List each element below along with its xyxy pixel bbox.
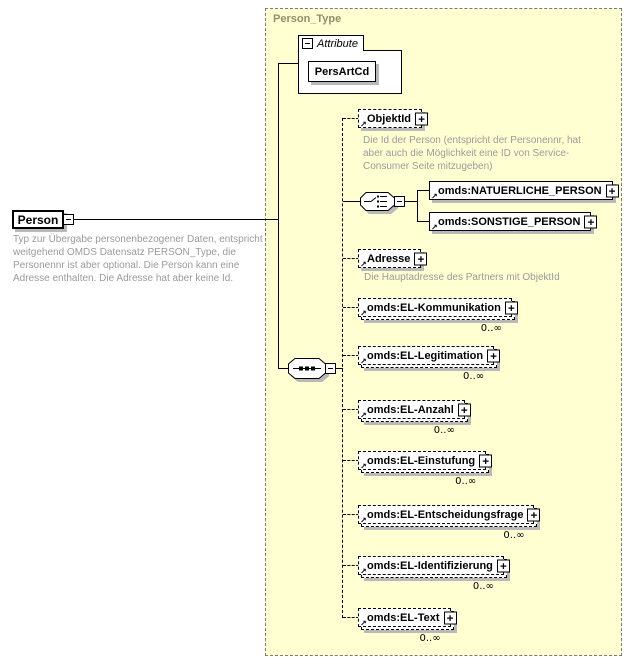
element-el-identifizierung-label: omds:EL-Identifizierung (367, 559, 493, 572)
collapse-icon[interactable] (63, 214, 74, 225)
reference-arrow-icon: ↗ (360, 120, 367, 129)
element-sonstige-person-label: omds:SONSTIGE_PERSON (438, 215, 581, 228)
element-sonstige-person[interactable]: ↗ omds:SONSTIGE_PERSON + (429, 212, 598, 232)
expand-icon[interactable]: + (496, 559, 510, 572)
collapse-icon[interactable] (302, 38, 313, 49)
element-el-einstufung-box[interactable]: ↗ omds:EL-Einstufung + (358, 451, 493, 471)
connector-el-einstufung (343, 460, 359, 461)
element-el-kommunikation-box[interactable]: ↗ omds:EL-Kommunikation + (358, 298, 518, 318)
reference-arrow-icon: ↗ (360, 462, 367, 471)
cardinality-label: 0..∞ (472, 581, 494, 592)
element-el-identifizierung: ↗ omds:EL-Identifizierung + 0..∞ (358, 556, 510, 592)
element-el-kommunikation: ↗ omds:EL-Kommunikation + 0..∞ (358, 298, 518, 334)
reference-arrow-icon: ↗ (360, 516, 367, 525)
connector-person-to-tree (74, 219, 278, 220)
connector-sonstige-person (417, 221, 429, 222)
element-el-entscheidungsfrage-box[interactable]: ↗ omds:EL-Entscheidungsfrage + (358, 505, 541, 525)
collapse-icon[interactable] (325, 363, 336, 374)
person-type-title: Person_Type (273, 13, 342, 25)
expand-icon[interactable]: + (605, 184, 619, 197)
connector-adresse (343, 258, 359, 259)
cardinality-label: 0..∞ (455, 476, 477, 487)
expand-icon[interactable]: + (414, 252, 428, 265)
expand-icon[interactable]: + (527, 508, 541, 521)
choice-icon (360, 192, 395, 211)
expand-icon[interactable]: + (504, 301, 518, 314)
element-objektid[interactable]: ↗ ObjektId + (358, 109, 429, 129)
element-el-anzahl-box[interactable]: ↗ omds:EL-Anzahl + (358, 400, 471, 420)
cardinality-label: 0..∞ (503, 530, 525, 541)
attribute-persartcd[interactable]: PersArtCd (308, 61, 376, 82)
connector-el-entscheidungsfrage (343, 514, 359, 515)
connector-el-text (343, 617, 359, 618)
person-description: Typ zur Übergabe personenbezogener Daten… (13, 234, 263, 284)
reference-arrow-icon: ↗ (360, 357, 367, 366)
element-el-legitimation-box[interactable]: ↗ omds:EL-Legitimation + (358, 346, 501, 366)
element-adresse[interactable]: ↗ Adresse + (358, 249, 428, 269)
attribute-group-label: Attribute (317, 37, 358, 50)
connector-main-trunk (278, 63, 279, 369)
attribute-persartcd-label: PersArtCd (314, 65, 370, 78)
element-el-entscheidungsfrage-label: omds:EL-Entscheidungsfrage (367, 508, 524, 521)
person-type-container: Person_Type (265, 8, 622, 656)
element-el-einstufung-label: omds:EL-Einstufung (367, 454, 476, 467)
cardinality-label: 0..∞ (433, 425, 455, 436)
element-adresse-label: Adresse (367, 252, 411, 265)
element-natuerliche-person[interactable]: ↗ omds:NATUERLICHE_PERSON + (429, 181, 619, 201)
element-person-label: Person (17, 212, 59, 227)
cardinality-label: 0..∞ (419, 633, 441, 644)
collapse-icon[interactable] (394, 196, 405, 207)
element-el-text: ↗ omds:EL-Text + 0..∞ (358, 608, 457, 644)
objektid-description: Die Id der Person (entspricht der Person… (363, 135, 581, 172)
connector-sequence-out (336, 368, 343, 369)
element-el-anzahl: ↗ omds:EL-Anzahl + 0..∞ (358, 400, 471, 436)
reference-arrow-icon: ↗ (431, 223, 438, 232)
reference-arrow-icon: ↗ (360, 567, 367, 576)
reference-arrow-icon: ↗ (360, 619, 367, 628)
expand-icon[interactable]: + (457, 403, 471, 416)
connector-choice-out (405, 201, 417, 202)
element-natuerliche-person-label: omds:NATUERLICHE_PERSON (438, 184, 602, 197)
expand-icon[interactable]: + (479, 454, 493, 467)
connector-to-sequence (278, 368, 288, 369)
adresse-description: Die Hauptadresse des Partners mit Objekt… (364, 272, 560, 283)
connector-choice-branch (417, 190, 418, 222)
element-el-legitimation-label: omds:EL-Legitimation (367, 349, 484, 362)
connector-el-anzahl (343, 409, 359, 410)
reference-arrow-icon: ↗ (360, 309, 367, 318)
connector-to-attributes (278, 63, 298, 64)
element-el-entscheidungsfrage: ↗ omds:EL-Entscheidungsfrage + 0..∞ (358, 505, 541, 541)
connector-natuerliche-person (417, 190, 429, 191)
expand-icon[interactable]: + (443, 611, 457, 624)
element-el-text-box[interactable]: ↗ omds:EL-Text + (358, 608, 457, 628)
connector-el-identifizierung (343, 565, 359, 566)
connector-objektid (343, 118, 359, 119)
connector-el-kommunikation (343, 307, 359, 308)
attribute-group-tab: Attribute (298, 35, 364, 51)
element-person[interactable]: Person (12, 210, 64, 229)
cardinality-label: 0..∞ (480, 323, 502, 334)
element-objektid-label: ObjektId (367, 112, 412, 125)
sequence-icon (288, 358, 326, 379)
expand-icon[interactable]: + (415, 112, 429, 125)
element-el-kommunikation-label: omds:EL-Kommunikation (367, 301, 501, 314)
element-el-einstufung: ↗ omds:EL-Einstufung + 0..∞ (358, 451, 493, 487)
element-el-identifizierung-box[interactable]: ↗ omds:EL-Identifizierung + (358, 556, 510, 576)
cardinality-label: 0..∞ (463, 371, 485, 382)
element-el-text-label: omds:EL-Text (367, 611, 440, 624)
connector-choice (343, 201, 360, 202)
connector-el-legitimation (343, 355, 359, 356)
expand-icon[interactable]: + (584, 215, 598, 228)
reference-arrow-icon: ↗ (360, 260, 367, 269)
element-el-legitimation: ↗ omds:EL-Legitimation + 0..∞ (358, 346, 501, 382)
connector-children-trunk (342, 118, 343, 618)
expand-icon[interactable]: + (487, 349, 501, 362)
element-el-anzahl-label: omds:EL-Anzahl (367, 403, 454, 416)
reference-arrow-icon: ↗ (431, 192, 438, 201)
reference-arrow-icon: ↗ (360, 411, 367, 420)
